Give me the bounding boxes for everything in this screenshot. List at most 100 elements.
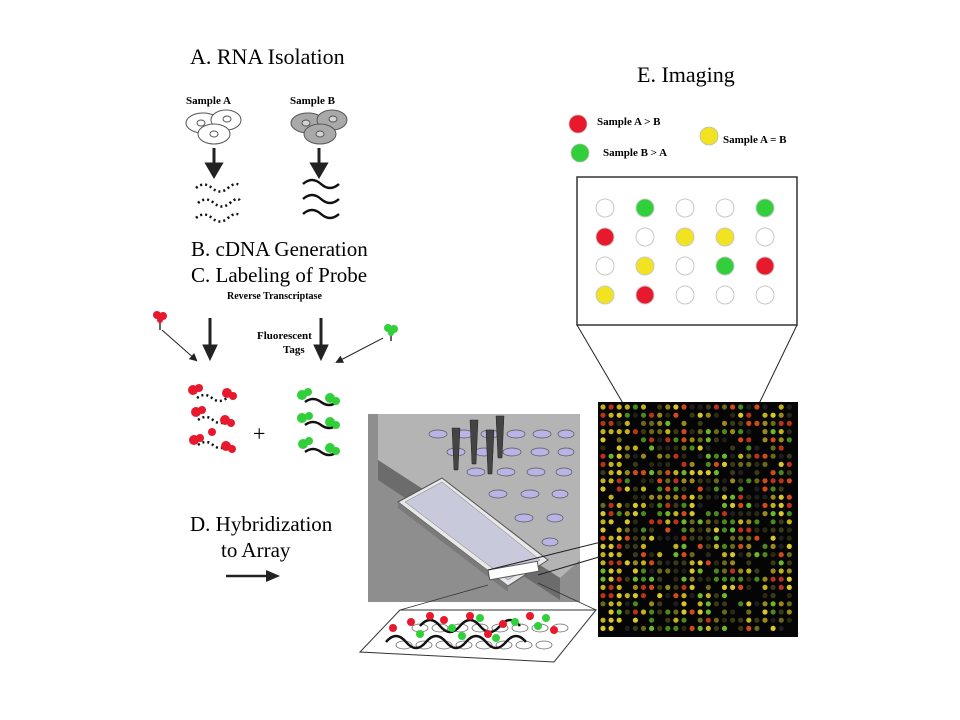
array-spot xyxy=(705,543,711,550)
array-spot xyxy=(624,404,630,410)
array-spot xyxy=(624,470,630,476)
array-spot xyxy=(632,584,639,591)
array-spot xyxy=(762,461,768,467)
array-spot xyxy=(657,429,663,435)
array-spot xyxy=(754,404,760,410)
array-spot xyxy=(600,568,606,574)
array-spot xyxy=(608,568,614,574)
array-spot xyxy=(786,461,792,467)
array-spot xyxy=(786,552,792,558)
array-spot xyxy=(616,617,622,623)
array-spot xyxy=(697,478,703,484)
array-spot xyxy=(697,601,703,607)
legend-dot-green xyxy=(570,143,590,163)
array-spot xyxy=(608,560,614,566)
grid-spot-none xyxy=(755,285,775,305)
array-spot xyxy=(689,609,695,615)
array-spot xyxy=(730,617,736,623)
array-spot xyxy=(681,486,687,492)
array-spot xyxy=(786,535,792,541)
array-spot xyxy=(657,576,663,582)
array-spot xyxy=(770,470,776,476)
array-spot xyxy=(754,510,760,517)
array-spot xyxy=(705,404,711,410)
array-spot xyxy=(786,584,792,591)
array-spot xyxy=(632,412,639,418)
array-spot xyxy=(697,429,703,435)
array-spot xyxy=(665,609,671,615)
array-spot xyxy=(697,576,703,582)
array-spot xyxy=(738,543,744,550)
array-spot xyxy=(713,601,720,607)
array-spot xyxy=(616,568,622,574)
array-spot xyxy=(762,609,768,615)
array-spot xyxy=(713,429,720,435)
array-spot xyxy=(705,478,711,484)
array-spot xyxy=(632,470,639,476)
array-spot xyxy=(665,453,671,459)
rna-strands-b-icon xyxy=(302,178,340,220)
array-spot xyxy=(705,429,711,435)
array-spot xyxy=(673,593,679,599)
array-spot xyxy=(640,510,647,517)
array-spot xyxy=(697,617,703,623)
step-e-title: E. Imaging xyxy=(637,62,735,87)
array-spot xyxy=(762,543,768,550)
array-spot xyxy=(786,437,792,443)
array-spot xyxy=(657,510,663,517)
array-spot xyxy=(762,502,768,508)
array-spot xyxy=(738,527,744,533)
spotting-robot-illustration xyxy=(368,414,580,602)
array-spot xyxy=(632,617,639,623)
array-spot xyxy=(705,494,711,500)
array-spot xyxy=(681,478,687,484)
array-spot xyxy=(632,625,639,632)
array-spot xyxy=(649,609,655,615)
array-spot xyxy=(681,461,687,467)
array-spot xyxy=(600,593,606,599)
array-spot xyxy=(746,510,752,517)
array-spot xyxy=(746,625,752,632)
array-spot xyxy=(730,543,736,550)
array-spot xyxy=(624,502,630,508)
array-spot xyxy=(770,445,776,451)
array-spot xyxy=(786,576,792,582)
array-spot xyxy=(600,519,606,525)
grid-spot-green xyxy=(755,198,775,218)
array-spot xyxy=(681,470,687,476)
array-spot xyxy=(778,543,784,550)
array-spot xyxy=(657,437,663,443)
array-spot xyxy=(616,404,622,410)
array-spot xyxy=(705,453,711,459)
array-spot xyxy=(721,437,728,443)
green-labeled-probes-icon xyxy=(297,388,340,457)
array-spot xyxy=(673,560,679,566)
array-spot xyxy=(786,560,792,566)
array-spot xyxy=(721,609,728,615)
array-spot xyxy=(673,478,679,484)
array-spot xyxy=(738,486,744,492)
array-spot xyxy=(616,576,622,582)
array-spot xyxy=(762,412,768,418)
array-spot xyxy=(608,543,614,550)
array-spot xyxy=(721,420,728,426)
array-spot xyxy=(697,494,703,500)
array-spot xyxy=(754,519,760,525)
array-spot xyxy=(689,625,695,632)
array-spot xyxy=(713,568,720,574)
array-spot xyxy=(616,502,622,508)
array-spot xyxy=(665,437,671,443)
array-spot xyxy=(738,420,744,426)
array-spot xyxy=(689,576,695,582)
array-spot xyxy=(746,404,752,410)
array-spot xyxy=(697,625,703,632)
array-spot xyxy=(786,502,792,508)
array-spot xyxy=(681,576,687,582)
isolation-arrows xyxy=(204,148,329,179)
array-spot xyxy=(632,453,639,459)
array-spot xyxy=(689,494,695,500)
array-spot xyxy=(778,609,784,615)
array-spot xyxy=(778,576,784,582)
array-spot xyxy=(730,470,736,476)
array-spot xyxy=(786,404,792,410)
